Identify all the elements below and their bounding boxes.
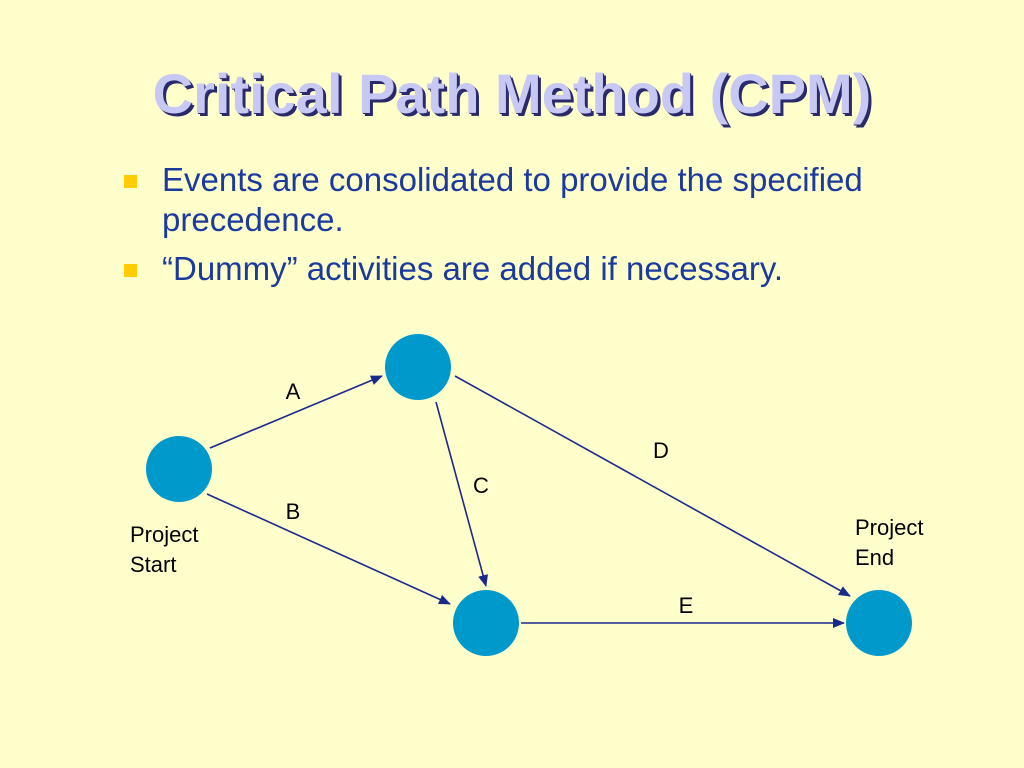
bullet-text: Events are consolidated to provide the s… bbox=[162, 161, 863, 238]
edge-c bbox=[435, 401, 488, 587]
activity-label-d: D bbox=[653, 438, 669, 463]
bullet-item: Events are consolidated to provide the s… bbox=[118, 160, 938, 240]
project-end-label: Project End bbox=[855, 515, 924, 570]
bullet-text: “Dummy” activities are added if necessar… bbox=[162, 250, 784, 287]
slide-title: Critical Path Method (CPM) bbox=[152, 62, 872, 125]
node-end bbox=[846, 590, 912, 656]
activity-label-c: C bbox=[473, 473, 489, 498]
project-start-label: Project Start bbox=[130, 522, 199, 577]
activity-label-a: A bbox=[286, 379, 301, 404]
activity-label-b: B bbox=[286, 499, 301, 524]
node-start bbox=[146, 436, 212, 502]
edge-b bbox=[206, 493, 451, 605]
bullet-list: Events are consolidated to provide the s… bbox=[118, 160, 938, 298]
square-bullet-icon bbox=[124, 264, 137, 277]
node-bottom bbox=[453, 590, 519, 656]
square-bullet-icon bbox=[124, 175, 137, 188]
edge-d bbox=[454, 375, 851, 597]
activity-label-e: E bbox=[679, 593, 694, 618]
edge-a bbox=[209, 375, 383, 449]
node-top bbox=[385, 334, 451, 400]
bullet-item: “Dummy” activities are added if necessar… bbox=[118, 249, 938, 289]
